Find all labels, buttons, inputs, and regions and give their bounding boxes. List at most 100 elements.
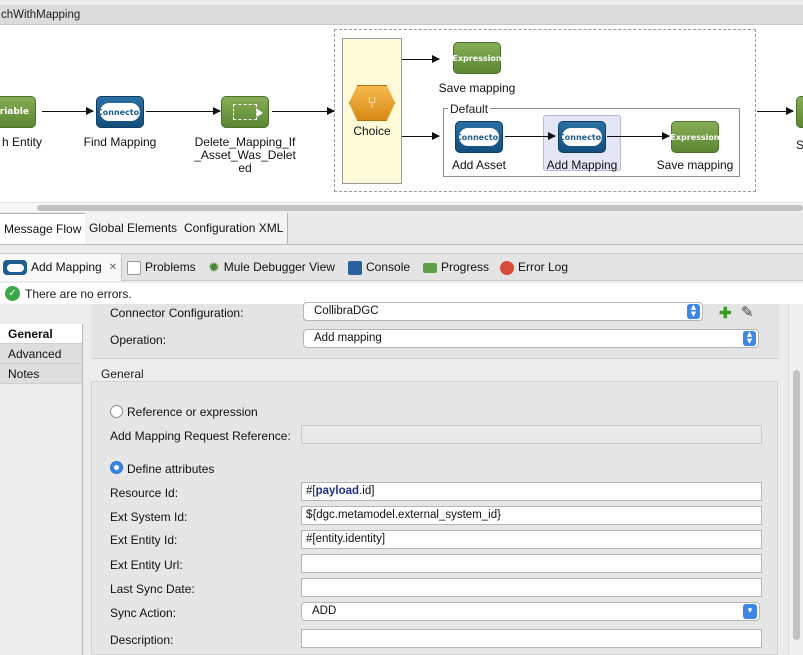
expression-icon (796, 96, 803, 128)
flow-arrow (272, 107, 335, 115)
flow-arrow (146, 107, 221, 115)
edit-config-icon[interactable]: ✎ (741, 304, 754, 321)
flow-node-label: Save mapping (438, 81, 516, 95)
description-field[interactable] (301, 629, 762, 648)
add-mapping-ref-label: Add Mapping Request Reference: (110, 429, 291, 443)
close-icon[interactable]: ✕ (108, 262, 118, 273)
tab-global-elements[interactable]: Global Elements (85, 213, 183, 244)
flow-node-label: Find Mapping (83, 135, 157, 149)
flow-node-add-asset[interactable]: Connector Add Asset (439, 121, 519, 172)
last-sync-date-field[interactable] (301, 578, 762, 597)
operation-value: Add mapping (314, 332, 382, 344)
flow-canvas[interactable]: ariable h Entity Connector Find Mapping … (0, 25, 803, 202)
connector-icon: Connector (455, 121, 503, 153)
default-route-box (443, 108, 740, 177)
flow-node-label: ed (238, 161, 252, 175)
expression-icon: Expression (670, 121, 720, 153)
flow-node-find-mapping[interactable]: Connector Find Mapping (80, 96, 160, 149)
ext-system-id-label: Ext System Id: (110, 510, 188, 524)
view-tab-label: Console (366, 260, 411, 274)
add-mapping-ref-field[interactable] (301, 425, 762, 444)
operation-select[interactable]: Add mapping ▲▼ (303, 329, 759, 348)
view-tab-progress[interactable]: Progress (423, 254, 489, 281)
connector-icon (3, 260, 27, 275)
flow-node-choice[interactable]: ⑂ Choice (342, 85, 402, 138)
flow-node-delete-mapping[interactable]: Delete_Mapping_If _Asset_Was_Delet ed (192, 96, 298, 175)
expr-prefix: #[ (306, 485, 316, 497)
resource-id-label: Resource Id: (110, 486, 179, 500)
connector-icon: Connector (558, 121, 606, 153)
connector-icon: Connector (96, 96, 144, 128)
ext-system-id-field[interactable]: ${dgc.metamodel.external_system_id} (301, 506, 762, 525)
flow-node-label: h Entity (1, 135, 42, 149)
side-tab-notes[interactable]: Notes (0, 364, 82, 384)
view-tab-label: Problems (145, 260, 196, 274)
flow-arrow (402, 55, 440, 63)
flow-node-variable[interactable]: ariable h Entity (0, 96, 42, 149)
flow-node-save-mapping-top[interactable]: Expression Save mapping (437, 42, 517, 95)
ext-entity-url-field[interactable] (301, 554, 762, 573)
views-tab-bar: Add Mapping ✕ Problems ✹ Mule Debugger V… (0, 253, 803, 281)
expr-keyword: payload (315, 485, 360, 497)
flow-node-next[interactable]: S (796, 96, 803, 152)
view-tab-label: Add Mapping (31, 260, 102, 274)
add-config-icon[interactable]: ✚ (719, 305, 732, 322)
side-tab-general[interactable]: General (0, 324, 82, 344)
flow-arrow (42, 107, 94, 115)
operation-label: Operation: (110, 333, 167, 347)
select-stepper-icon: ▲▼ (687, 304, 700, 319)
progress-icon (423, 262, 437, 273)
choice-icon: ⑂ (349, 85, 395, 121)
sync-action-select[interactable]: ADD ▾ (301, 602, 760, 621)
reference-radio[interactable] (110, 405, 123, 418)
sync-action-value: ADD (312, 605, 337, 617)
flow-node-label: _Asset_Was_Delet (194, 148, 296, 162)
choice-router[interactable] (342, 38, 402, 184)
flow-node-label: Save mapping (656, 158, 734, 172)
flow-node-label: S (796, 138, 803, 152)
flow-arrow (607, 132, 670, 140)
flow-node-label: Add Asset (451, 158, 507, 172)
flow-title: chWithMapping (0, 5, 803, 25)
reference-radio-label: Reference or expression (127, 405, 258, 419)
view-tab-label: Error Log (518, 260, 569, 274)
bug-icon: ✹ (208, 259, 220, 275)
tab-message-flow[interactable]: Message Flow (0, 213, 87, 244)
canvas-horizontal-scrollbar[interactable] (0, 202, 803, 212)
tab-configuration-xml[interactable]: Configuration XML (180, 213, 289, 244)
view-tab-add-mapping[interactable]: Add Mapping ✕ (0, 254, 123, 281)
view-tab-problems[interactable]: Problems (127, 254, 196, 281)
default-route-label: Default (448, 102, 491, 116)
flow-arrow (402, 132, 440, 140)
flow-arrow (757, 107, 794, 115)
flow-node-label: Add Mapping (546, 158, 618, 172)
view-tab-label: Mule Debugger View (223, 260, 335, 274)
general-section-title: General (101, 367, 144, 381)
sync-action-label: Sync Action: (110, 606, 177, 620)
flow-node-label: Choice (353, 124, 391, 138)
connector-configuration-select[interactable]: CollibraDGC ▲▼ (303, 302, 703, 321)
ext-entity-id-field[interactable]: #[entity.identity] (301, 530, 762, 549)
view-tab-error-log[interactable]: Error Log (500, 254, 568, 281)
connector-configuration-value: CollibraDGC (314, 305, 379, 317)
flow-arrow (505, 132, 556, 140)
problems-icon (127, 260, 141, 275)
properties-side-tabs: General Advanced Notes (0, 324, 83, 655)
resource-id-field[interactable]: #[payload.id] (301, 482, 762, 501)
properties-vertical-scrollbar[interactable] (788, 304, 803, 655)
view-tab-label: Progress (441, 260, 490, 274)
view-tab-mule-debugger[interactable]: ✹ Mule Debugger View (208, 254, 335, 281)
define-attributes-radio[interactable] (110, 461, 123, 474)
choice-scope-box (334, 29, 756, 192)
select-stepper-icon: ▲▼ (743, 331, 756, 346)
chevron-down-icon: ▾ (743, 604, 757, 619)
properties-panel: General Advanced Notes Connector Configu… (0, 302, 803, 655)
flow-node-save-mapping-default[interactable]: Expression Save mapping (652, 121, 738, 172)
side-tab-advanced[interactable]: Advanced (0, 344, 82, 364)
check-icon: ✓ (5, 286, 20, 301)
error-log-icon (500, 260, 514, 275)
connector-configuration-label: Connector Configuration: (110, 306, 244, 320)
flow-node-add-mapping[interactable]: Connector Add Mapping (542, 121, 622, 172)
console-icon (348, 260, 362, 275)
view-tab-console[interactable]: Console (348, 254, 410, 281)
